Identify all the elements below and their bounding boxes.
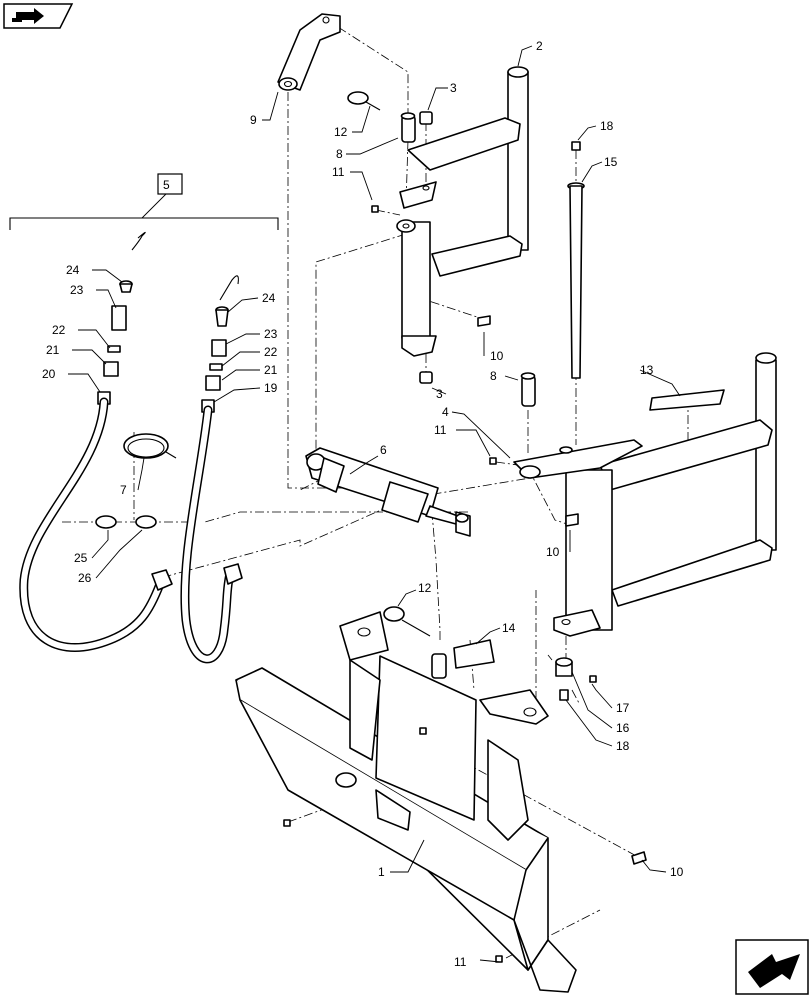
book-arrow-icon[interactable] [3,3,74,29]
callout-1: 1 [378,865,385,879]
part-6-hydraulic-cylinder [305,447,471,537]
part-12-ring-pin-top [347,91,381,111]
part-13-decal [649,389,725,411]
callout-6: 6 [380,443,387,457]
part-11-bolt-top [371,205,379,213]
part-2-upper-frame [396,66,529,357]
right-hose-assembly [180,275,243,664]
part-4-lower-frame [513,352,777,637]
callout-15: 15 [604,155,618,169]
callout-2: 2 [536,39,543,53]
callout-group-5: 5 [163,178,170,192]
part-10-bolt-top [477,315,491,327]
callout-10-middle: 10 [546,545,560,559]
part-17-bolt [589,675,597,683]
part-14-decal [453,639,495,669]
callout-16: 16 [616,721,630,735]
callout-26: 26 [78,571,92,585]
part-15-rod [567,182,585,379]
callout-11-middle: 11 [434,423,447,437]
callout-22-left: 22 [52,323,66,337]
next-page-arrow-icon[interactable] [735,939,809,995]
callout-7: 7 [120,483,127,497]
callout-leader-lines [68,45,681,963]
callout-8-bottom: 8 [490,369,497,383]
part-12-ring-pin-bottom [383,606,447,679]
callout-24-right: 24 [262,291,276,305]
callout-3-top: 3 [450,81,457,95]
part-8-pin-bottom [520,372,536,407]
part-1-mounting-frame [235,611,577,993]
callout-3-bottom: 3 [436,387,443,401]
callout-12-top: 12 [334,125,348,139]
part-9-arm-link [277,13,341,91]
frame-bolt-left [283,819,291,827]
callout-10-bottom: 10 [670,865,684,879]
callout-23-left: 23 [70,283,84,297]
part-18-fitting-top [571,141,581,151]
callout-18-bottom: 18 [616,739,630,753]
part-8-pin-top [400,112,416,143]
callout-20: 20 [42,367,56,381]
callout-21-left: 21 [46,343,60,357]
callout-17: 17 [616,701,630,715]
callout-22-right: 22 [264,345,278,359]
part-18-fitting-bottom [559,689,569,701]
part-25-clip [95,515,117,529]
callout-24-left: 24 [66,263,80,277]
callout-14: 14 [502,621,516,635]
part-10-bolt-middle [565,513,579,527]
callout-numbers: 5 9 2 3 12 8 11 18 15 10 3 8 4 11 6 10 1… [42,39,684,969]
frame-bolt-center [419,727,427,735]
callout-23-right: 23 [264,327,278,341]
callout-10-top: 10 [490,349,504,363]
part-16-bushing [555,657,573,677]
part-3-bushing-top [419,111,433,125]
part-3-bushing-bottom [419,371,433,384]
callout-12-bottom: 12 [418,581,432,595]
callout-11-bottom: 11 [454,955,467,969]
callout-18-top: 18 [600,119,614,133]
part-11-bolt-bottom [495,955,503,963]
callout-19: 19 [264,381,278,395]
part-7-hose-clamp [123,433,177,459]
part-26-clip [135,515,157,529]
callout-13: 13 [640,363,654,377]
part-11-bolt-middle [489,457,497,465]
left-hose-assembly [19,231,173,652]
hose-kit-group-bracket [9,173,279,230]
callout-4: 4 [442,405,449,419]
callout-9: 9 [250,113,257,127]
callout-11-top: 11 [332,165,345,179]
callout-25: 25 [74,551,88,565]
callout-21-right: 21 [264,363,278,377]
callout-8-top: 8 [336,147,343,161]
